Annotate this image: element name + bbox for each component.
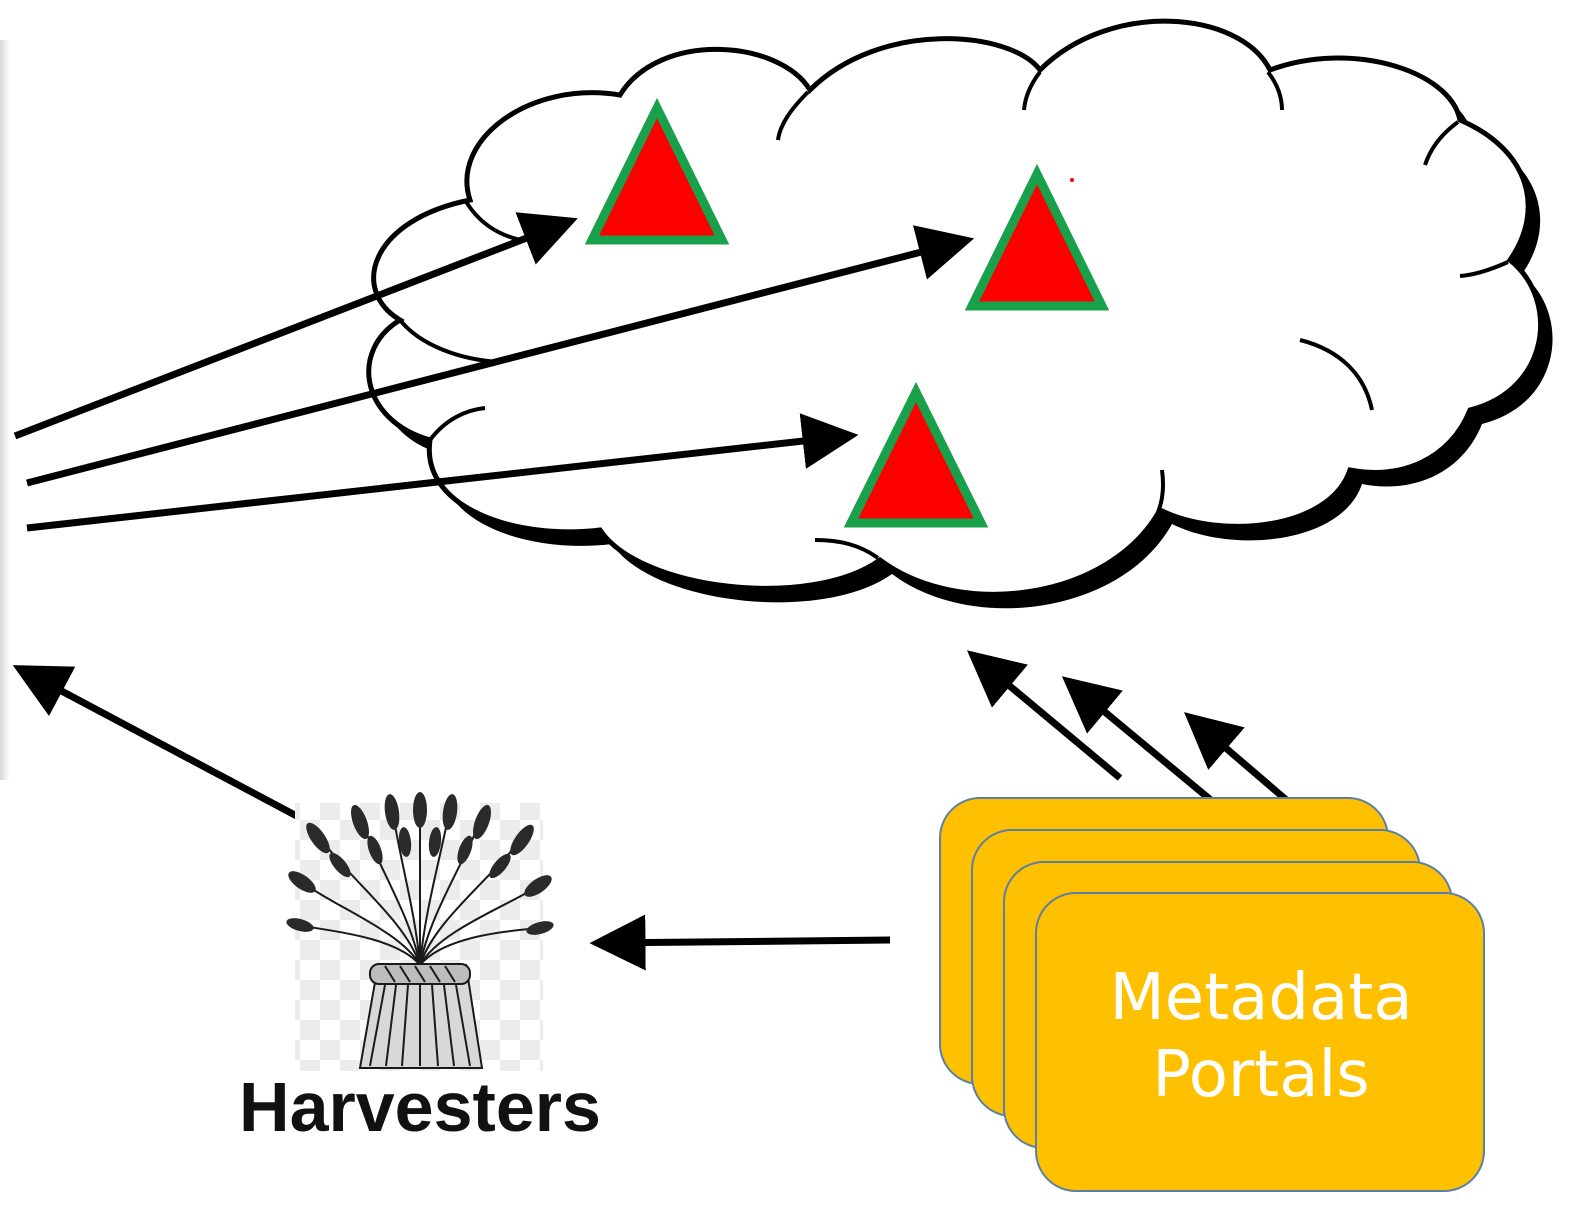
arrow-portals-to-cloud (966, 650, 1123, 781)
portal-label-line1: Metadata (1109, 961, 1413, 1035)
wheat-sheaf-icon (286, 792, 554, 1071)
arrow-portals-to-cloud (1061, 676, 1221, 809)
node-triangle-icon (843, 381, 989, 528)
arrow-harvesters-out (12, 665, 310, 826)
arrow-to-node (26, 225, 975, 487)
left-edge-shadow (0, 40, 10, 780)
metadata-portals-stack (939, 797, 1485, 1192)
metadata-portals-label: Metadata Portals (1040, 960, 1482, 1114)
harvesters-label: Harvesters (239, 1068, 601, 1146)
red-dot (1070, 178, 1074, 182)
node-triangle-icon (964, 163, 1110, 311)
arrow-to-node (13, 212, 578, 440)
portal-label-line2: Portals (1152, 1037, 1370, 1112)
portal-card-front (1035, 892, 1485, 1192)
arrow-portals-to-harvesters (589, 914, 891, 971)
arrow-to-node (26, 413, 859, 532)
node-triangle-icon (584, 97, 730, 245)
